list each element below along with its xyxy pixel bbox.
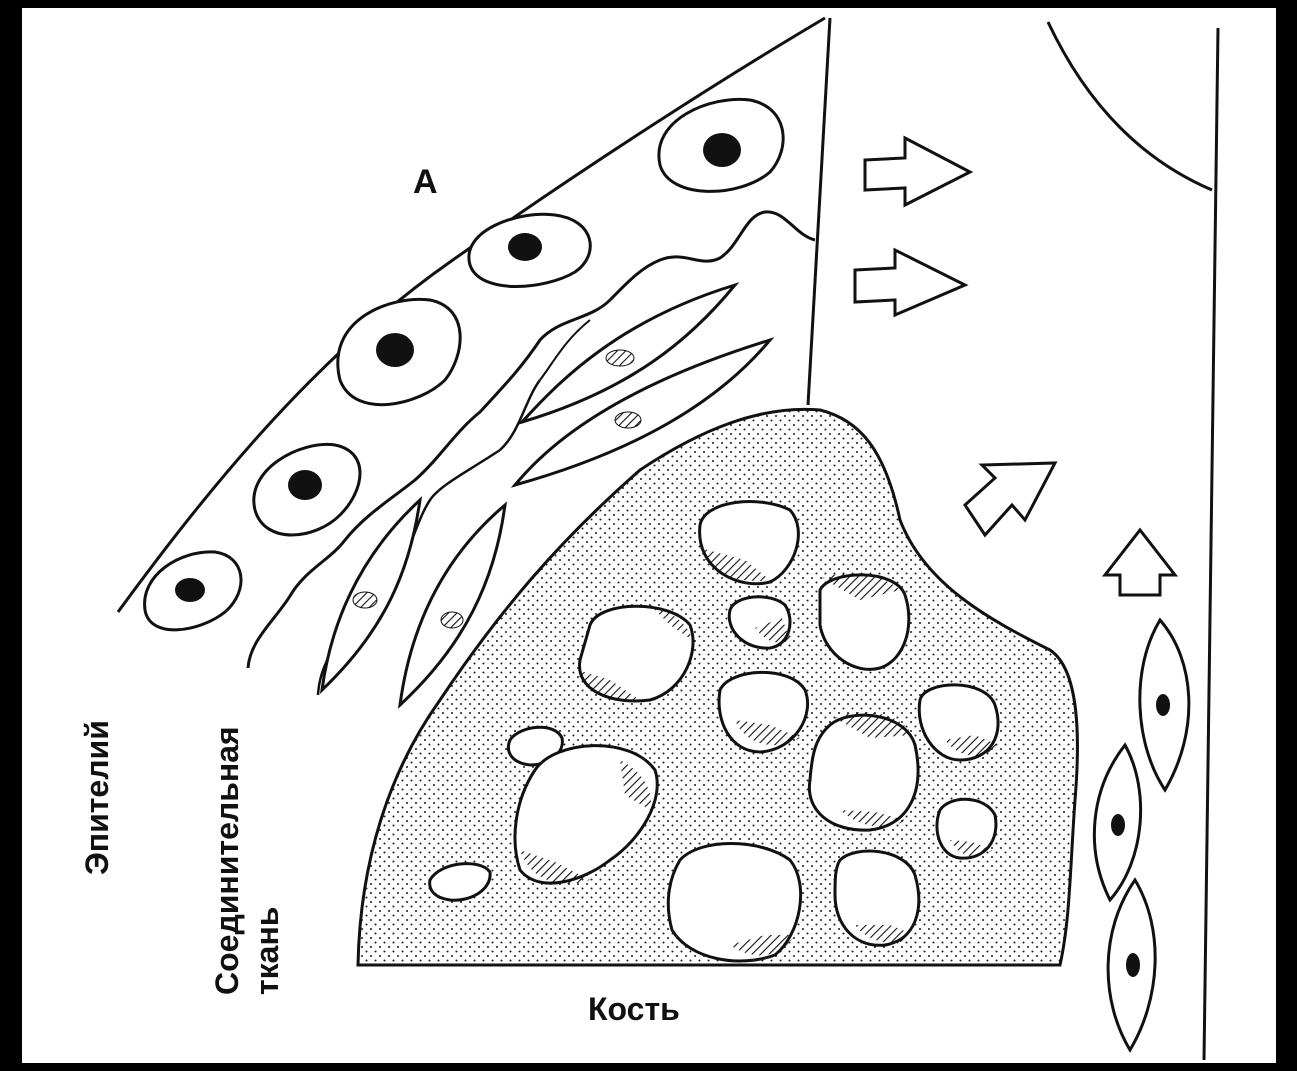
lacuna [578,605,693,701]
lacuna [719,672,808,752]
panel-letter: А [413,163,438,201]
epithelium-label: Эпителий [79,720,115,875]
lacuna [937,799,996,858]
lacuna [809,712,918,830]
bone-label: Кость [588,991,680,1027]
lacuna [668,844,800,962]
connective-tissue-label-line1: Соединительная [209,726,245,995]
connective-tissue-label-line2: ткань [249,907,285,995]
lacuna [835,851,919,945]
